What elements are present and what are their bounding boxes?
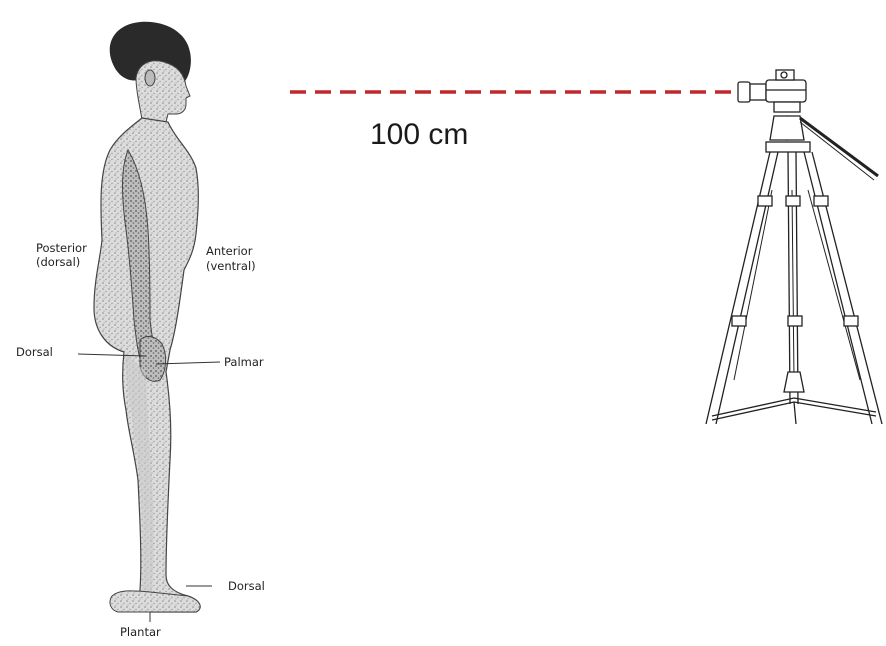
label-dorsal-foot: Dorsal	[228, 579, 265, 593]
label-plantar: Plantar	[120, 625, 161, 639]
label-posterior: Posterior	[36, 241, 87, 255]
label-dorsal-hand: Dorsal	[16, 345, 53, 359]
ear	[145, 70, 155, 86]
camera-icon	[738, 70, 806, 102]
distance-label: 100 cm	[370, 118, 468, 151]
camera-tripod-icon	[706, 70, 882, 424]
label-palmar: Palmar	[224, 355, 264, 369]
human-body-figure	[94, 22, 200, 612]
tripod-spreader	[712, 372, 876, 424]
label-posterior-dorsal: (dorsal)	[36, 255, 80, 269]
label-anterior: Anterior	[206, 244, 253, 258]
label-anterior-ventral: (ventral)	[206, 259, 256, 273]
foot	[110, 591, 200, 612]
